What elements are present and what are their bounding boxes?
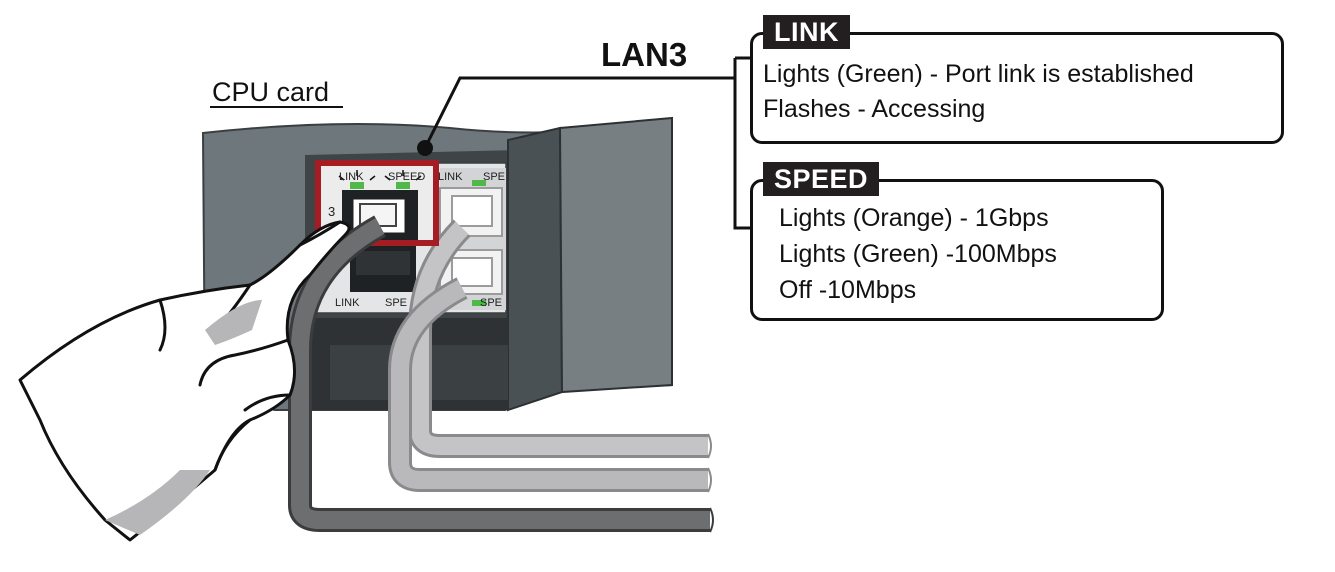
link-callout-line: Lights (Green) - Port link is establishe… xyxy=(763,60,1194,88)
hand-pointing-icon xyxy=(18,220,351,542)
lan-port-right xyxy=(439,180,503,306)
lan3-label: LAN3 xyxy=(601,36,687,73)
leader-dot xyxy=(417,140,433,156)
link-callout xyxy=(750,32,1284,144)
cpu-card-label: CPU card xyxy=(212,77,329,107)
link-callout-title: LINK xyxy=(763,15,850,49)
speed-callout-line: Off -10Mbps xyxy=(779,276,917,304)
hand-shadow xyxy=(105,470,210,535)
lan-port-lower xyxy=(350,240,416,292)
connector-speed-label-lower-right: SPE xyxy=(480,297,502,309)
speed-callout-line: Lights (Orange) - 1Gbps xyxy=(779,204,1049,232)
speed-callout-line: Lights (Green) -100Mbps xyxy=(779,240,1057,268)
connector-speed-label-lower: SPE xyxy=(385,297,407,309)
connector-link-label: LINK xyxy=(339,171,364,183)
lan3-port-highlight xyxy=(315,160,439,246)
leader-line xyxy=(423,56,752,230)
port-number-label: 3 xyxy=(328,204,335,219)
connector-link-label-lower: LINK xyxy=(335,297,360,309)
speed-callout xyxy=(750,179,1164,321)
connector-link-label-right: LINK xyxy=(438,171,463,183)
connector-speed-label: SPEED xyxy=(388,171,425,183)
ethernet-cable-icon xyxy=(388,219,712,493)
ethernet-cable-icon xyxy=(291,218,710,529)
connector-speed-label-right: SPE xyxy=(483,171,505,183)
hand-shadow xyxy=(205,300,262,345)
speed-callout-title: SPEED xyxy=(763,162,880,196)
link-callout-line: Flashes - Accessing xyxy=(763,95,986,123)
